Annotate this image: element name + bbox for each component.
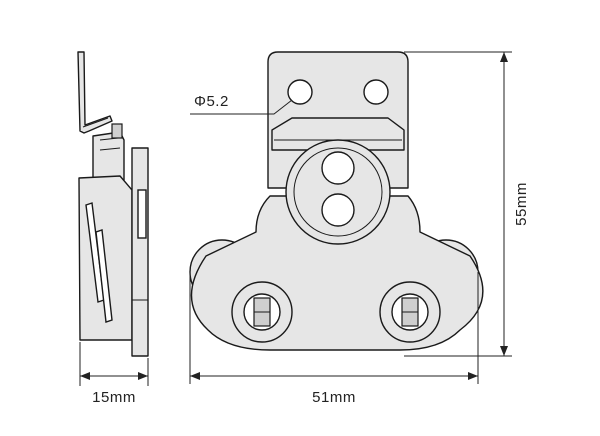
hole-diameter-callout: Φ5.2 [190,93,293,115]
side-view-plate [131,147,149,357]
side-view [77,51,149,357]
mounting-hole-left [287,79,313,105]
width-dimension: 51mm [189,272,479,406]
width-label: 51mm [312,389,356,406]
front-view [189,51,484,351]
side-view-hook [77,51,113,134]
hinge-band [271,117,405,151]
disc-hole-upper [321,151,355,185]
height-dimension: 55mm [404,51,530,357]
screw-left [243,293,281,331]
depth-dimension: 15mm [79,342,149,406]
screw-right [391,293,429,331]
cam-disc [285,139,391,245]
hole-diameter-label: Φ5.2 [194,93,229,110]
depth-label: 15mm [92,389,136,406]
height-label: 55mm [513,182,530,226]
disc-hole-lower [321,193,355,227]
mounting-hole-right [363,79,389,105]
